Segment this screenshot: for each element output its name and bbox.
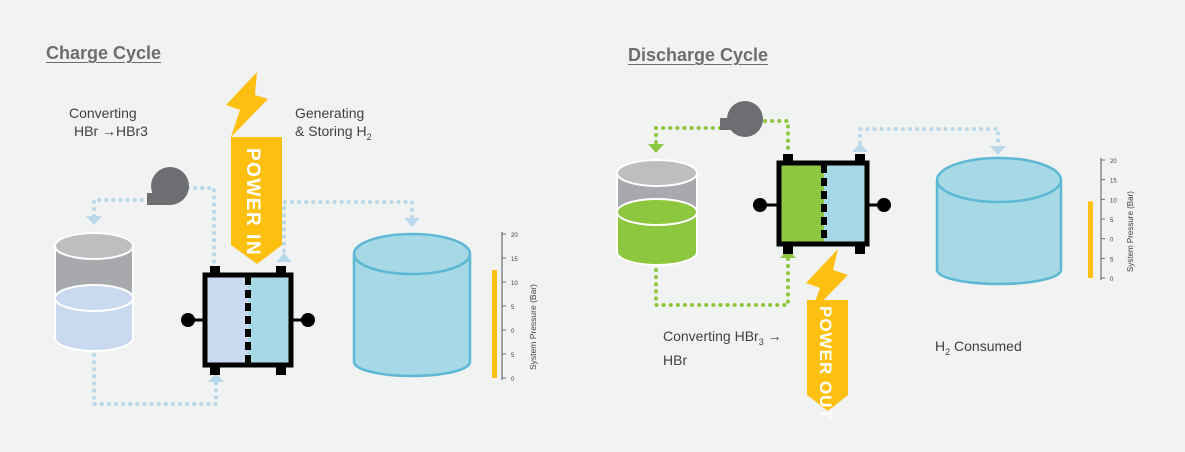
pressure-gauge-icon: 20 15 10 5 0 5 0: [492, 232, 518, 383]
fuel-cell-icon: [181, 266, 315, 375]
charge-flow-pump-to-tank: [92, 198, 158, 220]
charge-gauge-tick-label: 5: [511, 305, 515, 311]
discharge-gauge-tick-label: 5: [1110, 257, 1114, 263]
discharge-arrow-cell-h2: [852, 143, 868, 152]
pressure-gauge-icon: 20 15 10 5 0 5 0: [1088, 158, 1117, 283]
discharge-gauge-tick-label: 0: [1110, 277, 1114, 283]
tank-icon: [54, 232, 134, 352]
discharge-gauge-ticks: 20 15 10 5 0 5 0: [1101, 159, 1117, 283]
charge-flow-cell-to-pump: [186, 186, 216, 267]
discharge-gauge-tick-label: 5: [1110, 218, 1114, 224]
charge-arrow-h2: [404, 218, 420, 227]
tank-icon: [616, 159, 698, 266]
charge-gauge-tick-label: 20: [511, 233, 518, 239]
charge-flow-lines: [92, 186, 414, 406]
discharge-flow-h2-to-cell: [858, 127, 1000, 152]
charge-converting-label: Converting HBr →HBr3: [69, 105, 148, 139]
charge-gauge-tick-label: 0: [511, 377, 515, 383]
discharge-arrow-h2: [990, 146, 1006, 155]
charge-gauge-tick-label: 10: [511, 281, 518, 287]
pump-icon: [720, 101, 763, 137]
charge-gauge-tick-label: 0: [511, 329, 515, 335]
discharge-gauge-label: System Pressure (Bar): [1126, 191, 1135, 272]
discharge-arrow-tank: [648, 144, 664, 153]
lightning-bolt-icon: [806, 249, 848, 411]
charge-gauge-tick-label: 5: [511, 353, 515, 359]
charge-gauge-level: [492, 270, 497, 378]
charge-gauge-ticks: 20 15 10 5 0 5 0: [502, 233, 518, 383]
discharge-gauge-tick-label: 20: [1110, 159, 1117, 165]
discharge-gauge-level: [1088, 201, 1093, 278]
discharge-gauge-tick-label: 15: [1110, 179, 1117, 185]
charge-flow-cell-to-h2: [282, 200, 414, 260]
discharge-cycle-title: Discharge Cycle: [628, 45, 769, 65]
charge-generating-label: Generating & Storing H2: [295, 105, 372, 142]
discharge-flow-pump-to-tank: [654, 126, 722, 147]
h2-consumed-label: H2 Consumed: [935, 338, 1022, 357]
discharge-converting-label: Converting HBr3 → HBr: [663, 328, 782, 368]
power-out-label: POWER OUT: [816, 306, 835, 420]
power-in-label: POWER IN: [242, 148, 263, 256]
charge-arrow-cell-in: [208, 373, 224, 382]
pump-icon: [147, 167, 189, 205]
charge-flow-tank-to-cell: [92, 353, 218, 406]
discharge-gauge-tick-label: 10: [1110, 198, 1117, 204]
discharge-flow-cell-to-pump: [763, 119, 790, 154]
discharge-flow-lines: [654, 119, 1000, 307]
charge-arrow-tank: [86, 216, 102, 225]
tank-icon: [352, 232, 472, 378]
fuel-cell-icon: [753, 154, 891, 254]
discharge-gauge-tick-label: 0: [1110, 238, 1114, 244]
charge-arrow-cell-out: [276, 253, 292, 262]
tank-icon: [935, 156, 1063, 286]
discharge-flow-tank-to-cell: [654, 256, 790, 307]
charge-cycle-title: Charge Cycle: [46, 43, 162, 63]
lightning-bolt-icon: [226, 72, 282, 264]
charge-gauge-label: System Pressure (Bar): [528, 284, 538, 370]
charge-gauge-tick-label: 15: [511, 257, 518, 263]
